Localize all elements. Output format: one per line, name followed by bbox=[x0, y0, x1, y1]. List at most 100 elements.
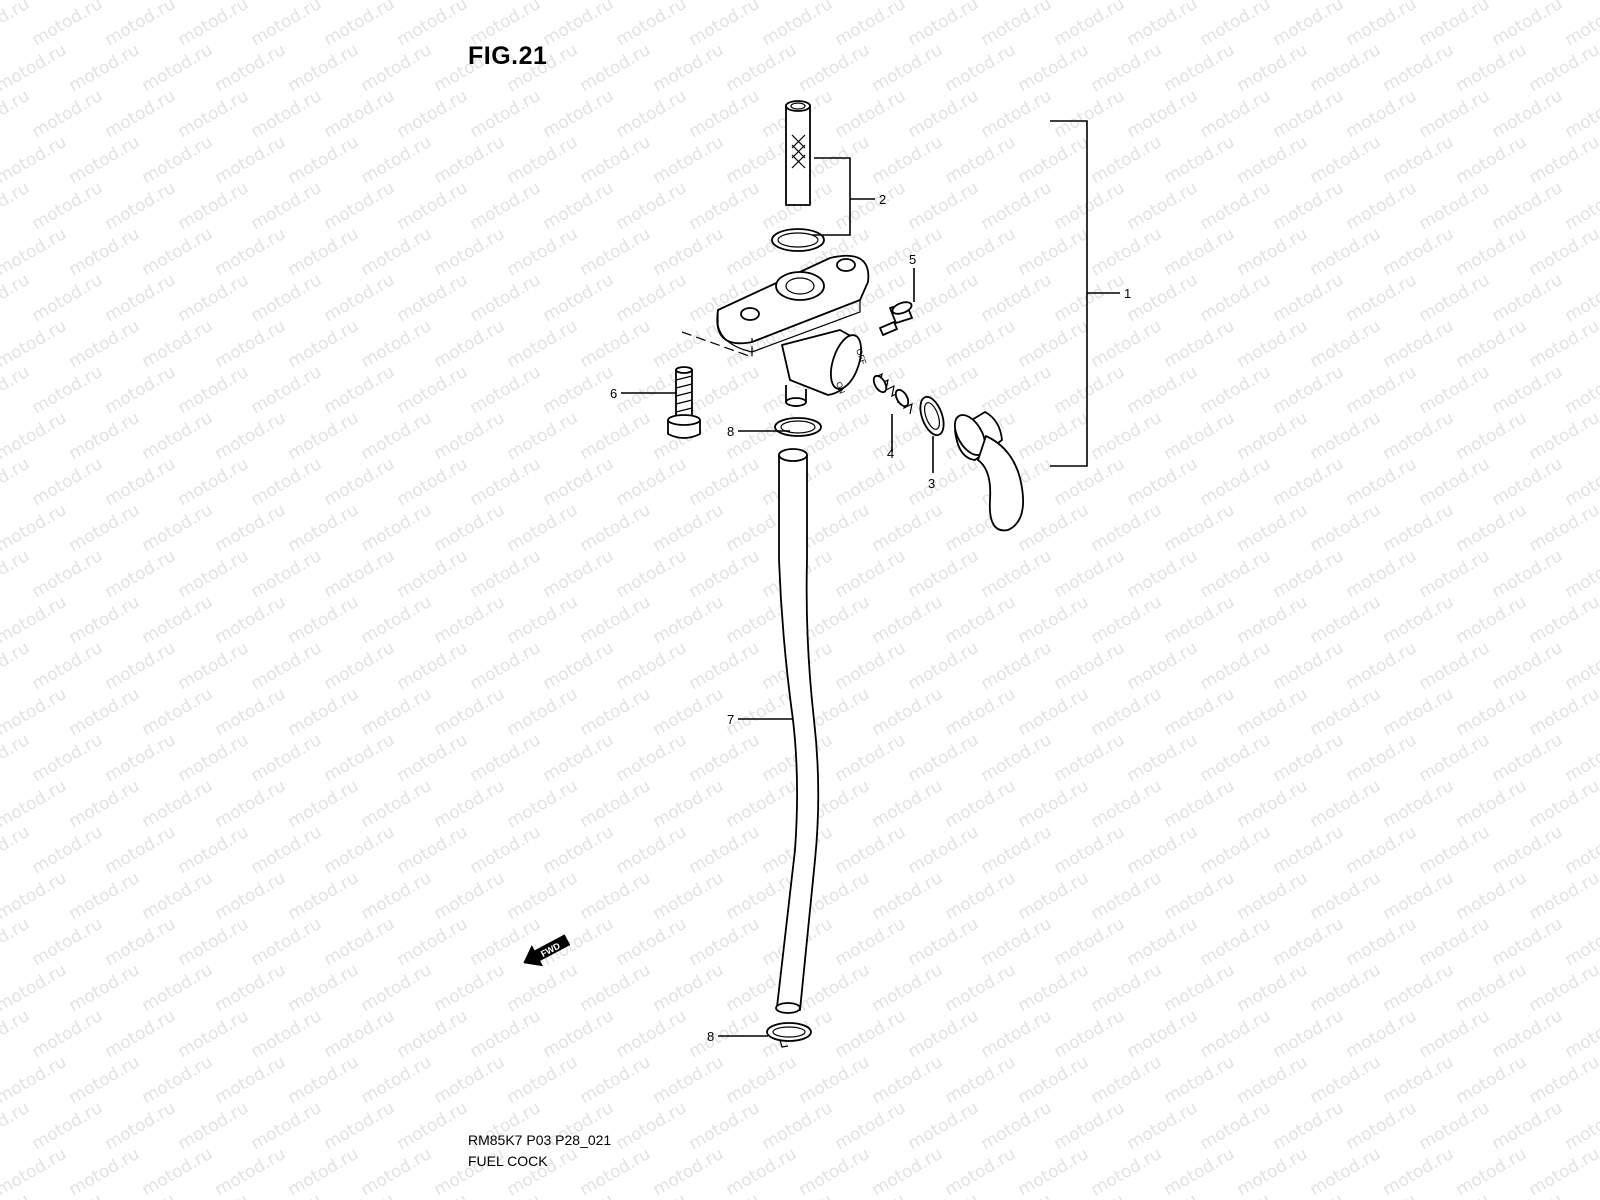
watermark-text: motod.ru bbox=[139, 40, 217, 96]
watermark-text: motod.ru bbox=[942, 316, 1020, 372]
watermark-text: motod.ru bbox=[1015, 1144, 1093, 1200]
watermark-text: motod.ru bbox=[905, 822, 983, 878]
watermark-text: motod.ru bbox=[869, 40, 947, 96]
watermark-text: motod.ru bbox=[1051, 86, 1129, 142]
watermark-text: motod.ru bbox=[1307, 1052, 1385, 1108]
watermark-text: motod.ru bbox=[869, 868, 947, 924]
watermark-text: motod.ru bbox=[1562, 270, 1600, 326]
watermark-text: motod.ru bbox=[905, 1098, 983, 1154]
fuel-filter-part bbox=[785, 100, 811, 206]
watermark-text: motod.ru bbox=[248, 638, 326, 694]
watermark-text: motod.ru bbox=[1088, 0, 1166, 4]
watermark-text: motod.ru bbox=[540, 270, 618, 326]
watermark-text: motod.ru bbox=[175, 0, 253, 50]
watermark-text: motod.ru bbox=[504, 132, 582, 188]
watermark-text: motod.ru bbox=[1088, 408, 1166, 464]
watermark-text: motod.ru bbox=[29, 454, 107, 510]
watermark-text: motod.ru bbox=[431, 1052, 509, 1108]
watermark-text: motod.ru bbox=[905, 638, 983, 694]
watermark-text: motod.ru bbox=[66, 408, 144, 464]
watermark-text: motod.ru bbox=[832, 1098, 910, 1154]
watermark-text: motod.ru bbox=[248, 1006, 326, 1062]
watermark-text: motod.ru bbox=[1307, 0, 1385, 4]
watermark-text: motod.ru bbox=[686, 362, 764, 418]
watermark-text: motod.ru bbox=[102, 362, 180, 418]
watermark-text: motod.ru bbox=[102, 178, 180, 234]
watermark-text: motod.ru bbox=[321, 86, 399, 142]
watermark-text: motod.ru bbox=[394, 362, 472, 418]
watermark-text: motod.ru bbox=[394, 730, 472, 786]
watermark-text: motod.ru bbox=[394, 270, 472, 326]
watermark-text: motod.ru bbox=[1489, 362, 1567, 418]
watermark-text: motod.ru bbox=[1234, 316, 1312, 372]
watermark-text: motod.ru bbox=[1234, 224, 1312, 280]
watermark-text: motod.ru bbox=[248, 730, 326, 786]
watermark-text: motod.ru bbox=[321, 914, 399, 970]
watermark-text: motod.ru bbox=[504, 960, 582, 1016]
watermark-text: motod.ru bbox=[1124, 1006, 1202, 1062]
watermark-text: motod.ru bbox=[102, 1006, 180, 1062]
watermark-text: motod.ru bbox=[285, 1052, 363, 1108]
watermark-text: motod.ru bbox=[285, 684, 363, 740]
watermark-text: motod.ru bbox=[248, 546, 326, 602]
watermark-text: motod.ru bbox=[1124, 1098, 1202, 1154]
watermark-text: motod.ru bbox=[540, 362, 618, 418]
watermark-text: motod.ru bbox=[1088, 960, 1166, 1016]
watermark-text: motod.ru bbox=[504, 592, 582, 648]
watermark-text: motod.ru bbox=[175, 822, 253, 878]
watermark-text: motod.ru bbox=[869, 1052, 947, 1108]
watermark-text: motod.ru bbox=[1124, 546, 1202, 602]
watermark-text: motod.ru bbox=[613, 0, 691, 50]
watermark-text: motod.ru bbox=[905, 1006, 983, 1062]
watermark-text: motod.ru bbox=[1380, 1144, 1458, 1200]
watermark-text: motod.ru bbox=[650, 0, 728, 4]
watermark-text: motod.ru bbox=[650, 500, 728, 556]
watermark-text: motod.ru bbox=[723, 1052, 801, 1108]
watermark-text: motod.ru bbox=[1416, 362, 1494, 418]
watermark-text: motod.ru bbox=[1307, 40, 1385, 96]
watermark-text: motod.ru bbox=[212, 500, 290, 556]
watermark-text: motod.ru bbox=[942, 776, 1020, 832]
watermark-text: motod.ru bbox=[431, 868, 509, 924]
watermark-text: motod.ru bbox=[1489, 822, 1567, 878]
watermark-text: motod.ru bbox=[832, 638, 910, 694]
watermark-text: motod.ru bbox=[1526, 500, 1600, 556]
watermark-text: motod.ru bbox=[540, 178, 618, 234]
watermark-text: motod.ru bbox=[686, 178, 764, 234]
lower-hose-clamp bbox=[766, 1022, 812, 1048]
watermark-text: motod.ru bbox=[394, 638, 472, 694]
watermark-text: motod.ru bbox=[1562, 914, 1600, 970]
watermark-text: motod.ru bbox=[1197, 730, 1275, 786]
watermark-text: motod.ru bbox=[66, 40, 144, 96]
watermark-text: motod.ru bbox=[212, 0, 290, 4]
watermark-text: motod.ru bbox=[1088, 776, 1166, 832]
watermark-text: motod.ru bbox=[1124, 178, 1202, 234]
watermark-text: motod.ru bbox=[1197, 546, 1275, 602]
watermark-text: motod.ru bbox=[175, 914, 253, 970]
watermark-text: motod.ru bbox=[467, 546, 545, 602]
watermark-text: motod.ru bbox=[942, 1144, 1020, 1200]
watermark-text: motod.ru bbox=[1453, 1144, 1531, 1200]
watermark-text: motod.ru bbox=[102, 914, 180, 970]
watermark-text: motod.ru bbox=[978, 178, 1056, 234]
watermark-text: motod.ru bbox=[1416, 546, 1494, 602]
watermark-text: motod.ru bbox=[248, 914, 326, 970]
watermark-text: motod.ru bbox=[1307, 132, 1385, 188]
watermark-text: motod.ru bbox=[686, 638, 764, 694]
watermark-text: motod.ru bbox=[978, 1006, 1056, 1062]
watermark-text: motod.ru bbox=[978, 0, 1056, 50]
watermark-text: motod.ru bbox=[285, 500, 363, 556]
watermark-text: motod.ru bbox=[1380, 868, 1458, 924]
watermark-text: motod.ru bbox=[1051, 270, 1129, 326]
watermark-text: motod.ru bbox=[577, 40, 655, 96]
watermark-text: motod.ru bbox=[139, 132, 217, 188]
watermark-text: motod.ru bbox=[394, 1190, 472, 1200]
watermark-text: motod.ru bbox=[1015, 868, 1093, 924]
watermark-text: motod.ru bbox=[1453, 776, 1531, 832]
watermark-text: motod.ru bbox=[942, 684, 1020, 740]
watermark-text: motod.ru bbox=[394, 178, 472, 234]
watermark-text: motod.ru bbox=[139, 500, 217, 556]
watermark-text: motod.ru bbox=[1526, 776, 1600, 832]
watermark-text: motod.ru bbox=[723, 0, 801, 4]
watermark-text: motod.ru bbox=[1015, 132, 1093, 188]
